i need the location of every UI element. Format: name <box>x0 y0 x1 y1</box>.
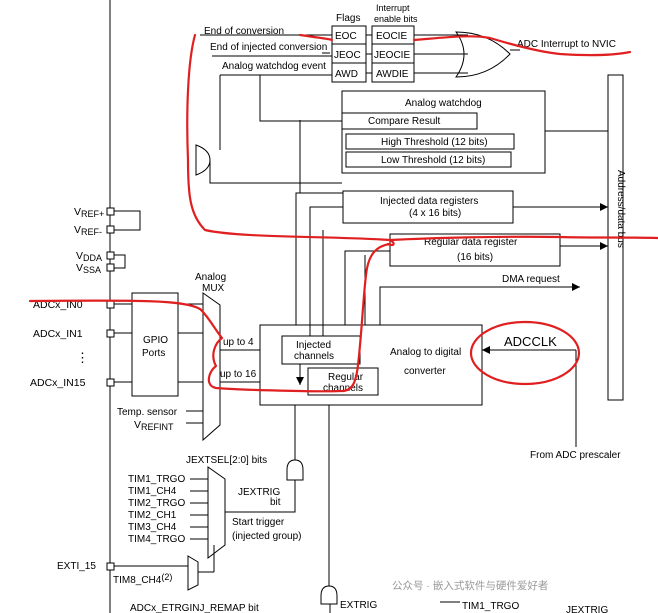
analog-mux-line2: MUX <box>202 283 225 294</box>
interrupt-enable-box <box>371 25 415 83</box>
extrig-label: EXTRIG <box>340 600 377 611</box>
extrig-and-gate-icon <box>320 585 338 605</box>
injected-channels-line1: Injected <box>296 340 331 351</box>
jextrig-bottom-label: JEXTRIG <box>566 605 608 613</box>
start-trigger-line1: Start trigger <box>232 517 285 528</box>
low-threshold-label: Low Threshold (12 bits) <box>381 155 485 166</box>
trigger-tim1-trgo: TIM1_TRGO <box>128 474 185 485</box>
analog-mux-line1: Analog <box>195 272 226 283</box>
vref-plus-label: VREF+ <box>74 206 104 219</box>
or-gate-icon <box>455 31 511 78</box>
flags-box <box>331 25 367 83</box>
bit-awdie: AWDIE <box>376 69 409 80</box>
interrupt-enable-title-1: Interrupt <box>376 3 410 13</box>
prescaler-label: From ADC prescaler <box>530 450 621 461</box>
trigger-mux-shape <box>207 466 226 560</box>
converter-line1: Analog to digital <box>390 347 461 358</box>
up-to-4-label: up to 4 <box>223 337 254 348</box>
injected-registers-line2: (4 x 16 bits) <box>409 208 461 219</box>
dma-request-label: DMA request <box>502 274 560 285</box>
label-end-of-conversion: End of conversion <box>204 26 284 37</box>
trigger-tim2-ch1: TIM2_CH1 <box>128 510 177 521</box>
and-gate-icon <box>195 144 211 176</box>
trigger-tim1-ch4: TIM1_CH4 <box>128 486 177 497</box>
gpio-ports-box <box>131 292 179 397</box>
annotation-red-path-3 <box>298 33 334 42</box>
flag-eoc: EOC <box>335 31 357 42</box>
annotation-red-path-2 <box>28 242 392 393</box>
start-trigger-line2: (injected group) <box>232 531 301 542</box>
vssa-label: VSSA <box>76 262 101 275</box>
up-to-16-label: up to 16 <box>220 369 257 380</box>
injected-channels-line2: channels <box>294 351 334 362</box>
gpio-line2: Ports <box>142 348 165 359</box>
regular-channels-line1: Regular <box>328 372 364 383</box>
injected-registers-line1: Injected data registers <box>380 196 478 207</box>
watermark-text: 公众号 · 嵌入式软件与硬件爱好者 <box>392 579 548 592</box>
vdda-label: VDDA <box>76 250 102 263</box>
flag-jeoc: JEOC <box>334 50 361 61</box>
label-adc-interrupt-nvic: ADC Interrupt to NVIC <box>517 39 616 50</box>
gpio-line1: GPIO <box>143 335 168 346</box>
input-adcx-in0: ADCx_IN0 <box>33 299 83 311</box>
regular-channels-line2: channels <box>323 383 363 394</box>
high-threshold-label: High Threshold (12 bits) <box>381 137 488 148</box>
bus-label: Address/data bus <box>615 170 626 248</box>
tim8-ch4-label: TIM8_CH4(2) <box>113 572 172 586</box>
analog-watchdog-title: Analog watchdog <box>405 98 482 109</box>
compare-result-label: Compare Result <box>368 116 440 127</box>
remap-mux-shape <box>187 555 199 591</box>
vrefint-label: VREFINT <box>134 419 174 432</box>
high-threshold-box <box>345 133 515 150</box>
input-adcx-in1: ADCx_IN1 <box>33 328 83 340</box>
remap-label: ADCx_ETRGINJ_REMAP bit <box>130 603 259 613</box>
exti15-label: EXTI_15 <box>57 561 96 572</box>
trigger-tim3-ch4: TIM3_CH4 <box>128 522 177 533</box>
adcclk-label: ADCCLK <box>504 334 557 349</box>
trigger-tim2-trgo: TIM2_TRGO <box>128 498 185 509</box>
flags-title: Flags <box>336 13 360 24</box>
annotation-adcclk-circle <box>469 320 581 386</box>
label-analog-watchdog-event: Analog watchdog event <box>222 61 326 72</box>
trigger-tim4-trgo: TIM4_TRGO <box>128 534 185 545</box>
input-ellipsis: ⋮ <box>76 350 89 365</box>
vref-minus-label: VREF- <box>74 224 102 237</box>
low-threshold-box <box>345 151 512 168</box>
input-adcx-in15: ADCx_IN15 <box>30 377 86 389</box>
annotation-red-path-4 <box>412 35 632 57</box>
jextsel-label: JEXTSEL[2:0] bits <box>186 455 267 466</box>
bit-jeocie: JEOCIE <box>374 50 410 61</box>
regular-register-line1: Regular data register <box>424 237 518 248</box>
interrupt-enable-title-2: enable bits <box>374 14 418 24</box>
jextrig-and-gate-icon <box>286 459 304 481</box>
bit-eocie: EOCIE <box>376 31 407 42</box>
flag-awd: AWD <box>335 69 358 80</box>
jextrig-line2: bit <box>270 497 281 508</box>
tim1-trgo-bottom-label: TIM1_TRGO <box>462 601 519 612</box>
temp-sensor-label: Temp. sensor <box>117 407 178 418</box>
annotation-red-path-5 <box>388 235 658 242</box>
label-end-of-injected: End of injected conversion <box>210 42 327 53</box>
regular-register-line2: (16 bits) <box>457 252 493 263</box>
converter-line2: converter <box>404 366 446 377</box>
jextrig-line1: JEXTRIG <box>238 487 280 498</box>
